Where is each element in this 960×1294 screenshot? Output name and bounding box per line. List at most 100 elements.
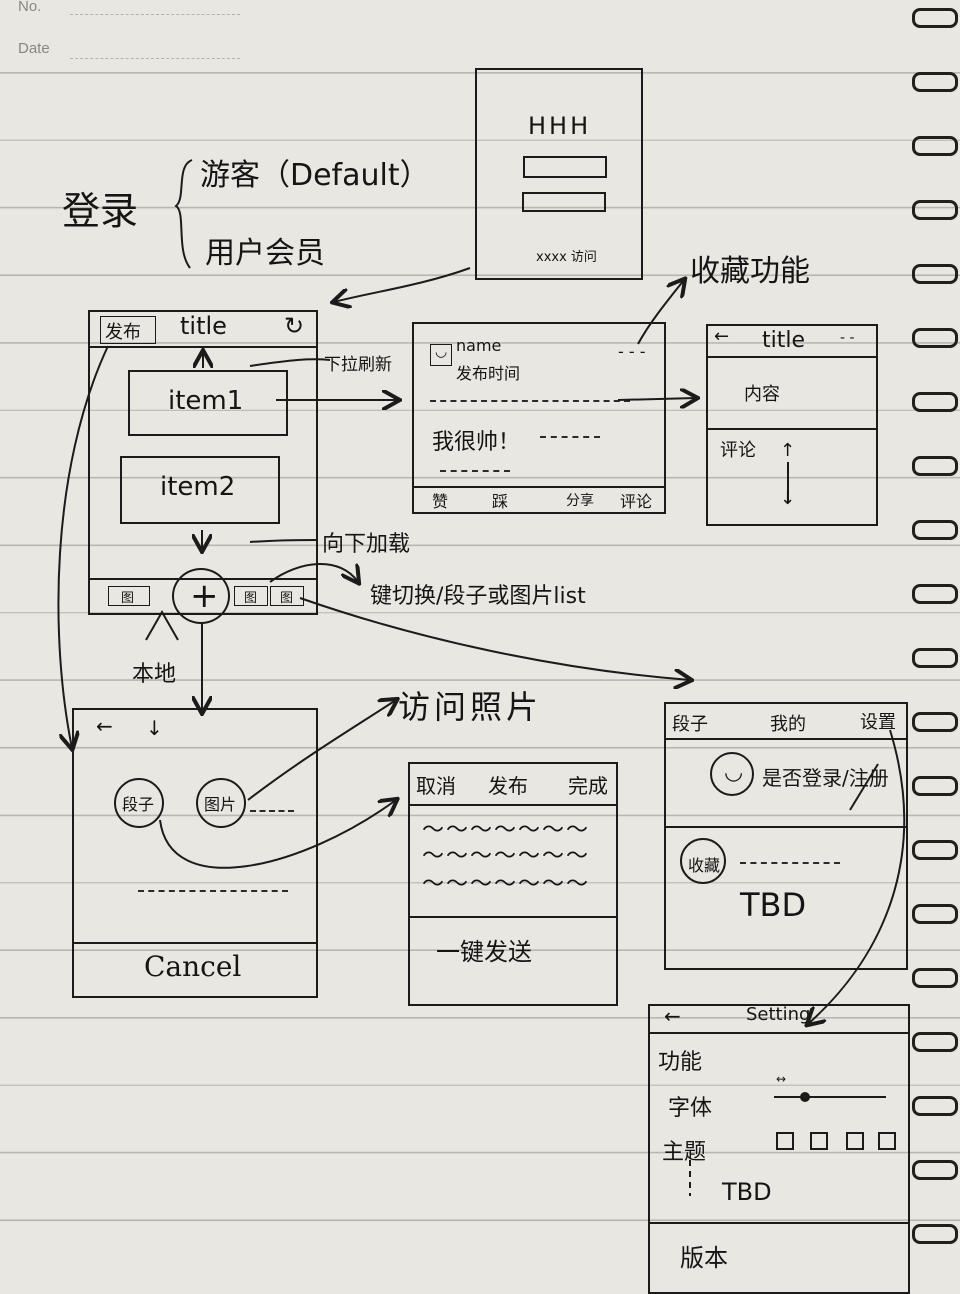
spiral-ring <box>912 776 958 796</box>
spiral-ring <box>912 904 958 924</box>
guest-access-link[interactable]: xxxx 访问 <box>536 250 597 265</box>
login-brace <box>174 159 193 269</box>
smile-icon: ◡ <box>724 760 744 785</box>
image-button[interactable]: 图片 <box>196 778 246 828</box>
publish-time: 发布时间 <box>456 364 521 383</box>
back-arrow-icon[interactable]: ← <box>714 326 730 347</box>
login-option-guest: 游客（Default） <box>200 158 430 193</box>
login-screen-frame <box>475 68 643 280</box>
settings-header-divider <box>648 1032 910 1034</box>
cancel-divider <box>72 942 318 944</box>
comment-button[interactable]: 评论 <box>620 492 653 511</box>
font-size-slider[interactable] <box>774 1096 886 1098</box>
comment-screen-frame <box>706 324 878 526</box>
photo-cancel-button[interactable]: 取消 <box>416 774 456 798</box>
spiral-binding <box>904 0 960 1280</box>
login-status-button[interactable]: 是否登录/注册 <box>762 766 889 790</box>
more-menu[interactable]: - - - <box>618 342 646 361</box>
version-divider <box>648 1222 910 1224</box>
spiral-ring <box>912 392 958 412</box>
username-field[interactable] <box>523 156 607 178</box>
spiral-ring <box>912 1096 958 1116</box>
back-arrow-icon[interactable]: ← <box>664 1004 681 1028</box>
spiral-ring <box>912 648 958 668</box>
text-line <box>430 400 630 402</box>
back-arrow-icon[interactable]: ← <box>96 714 113 738</box>
theme-swatch-1[interactable] <box>776 1132 794 1150</box>
arrow-image-to-photos <box>247 700 396 801</box>
tab-jokes[interactable]: 段子 <box>672 714 708 735</box>
spiral-ring <box>912 72 958 92</box>
tab-button-1[interactable]: 图 <box>108 586 150 606</box>
more-menu[interactable]: - - <box>840 330 855 346</box>
login-label: 登录 <box>62 189 139 233</box>
local-note: 本地 <box>132 662 177 687</box>
favorites-note: 收藏功能 <box>690 254 810 289</box>
spiral-ring <box>912 712 958 732</box>
photo-confirm-button[interactable]: 完成 <box>568 774 608 798</box>
spiral-ring <box>912 456 958 476</box>
spiral-ring <box>912 520 958 540</box>
arrow-switch-note <box>269 563 358 582</box>
features-label: 功能 <box>658 1050 703 1075</box>
theme-swatch-2[interactable] <box>810 1132 828 1150</box>
plus-icon: + <box>190 576 219 616</box>
tab-button-3[interactable]: 图 <box>270 586 304 606</box>
password-field[interactable] <box>522 192 606 212</box>
one-key-send-button[interactable]: 一键发送 <box>436 938 532 966</box>
feed-item-2[interactable]: item2 <box>120 456 280 524</box>
theme-swatch-3[interactable] <box>846 1132 864 1150</box>
share-button[interactable]: 分享 <box>566 493 594 509</box>
spiral-ring <box>912 968 958 988</box>
scroll-track[interactable] <box>787 462 789 502</box>
comments-label: 评论 <box>720 440 756 461</box>
spiral-ring <box>912 328 958 348</box>
comment-screen-title: title <box>762 328 806 353</box>
font-label: 字体 <box>668 1096 713 1121</box>
favorites-button[interactable]: 收藏 <box>680 838 726 884</box>
profile-header-divider <box>664 738 908 740</box>
dislike-button[interactable]: 踩 <box>492 492 509 511</box>
tab-button-2[interactable]: 图 <box>234 586 268 606</box>
settings-title: Setting <box>746 1004 811 1025</box>
date-label: Date <box>18 40 50 57</box>
publish-button[interactable]: 发布 <box>100 316 156 344</box>
spiral-ring <box>912 1224 958 1244</box>
author-name: name <box>456 336 502 355</box>
local-caret <box>145 609 179 641</box>
arrow-joke-to-photo-screen <box>159 800 396 869</box>
joke-button[interactable]: 段子 <box>114 778 164 828</box>
refresh-icon[interactable]: ↻ <box>284 312 305 340</box>
theme-label: 主题 <box>662 1140 707 1165</box>
photo-publish-button[interactable]: 发布 <box>488 774 528 798</box>
feed-item-label: item1 <box>168 386 244 416</box>
theme-swatch-4[interactable] <box>878 1132 896 1150</box>
wavy-line: 〜〜〜〜〜〜〜 <box>422 844 591 869</box>
spiral-ring <box>912 840 958 860</box>
feed-item-label: item2 <box>160 472 236 502</box>
favorites-label: 收藏 <box>688 856 721 875</box>
like-button[interactable]: 赞 <box>432 492 449 511</box>
add-button[interactable]: + <box>172 568 230 624</box>
tab-mine[interactable]: 我的 <box>770 714 806 735</box>
scroll-down-arrow-icon[interactable]: ↓ <box>780 488 796 509</box>
action-bar-divider <box>412 486 666 488</box>
scroll-up-arrow-icon[interactable]: ↑ <box>780 440 796 461</box>
settings-button[interactable]: 设置 <box>860 712 896 733</box>
user-avatar[interactable]: ◡ <box>710 752 754 796</box>
avatar: ◡ <box>430 344 452 366</box>
switch-gallery-note: 键切换/段子或图片list <box>370 584 586 609</box>
detail-screen-frame <box>412 322 666 514</box>
feed-item-1[interactable]: item1 <box>128 370 288 436</box>
arrow-detail-to-comments <box>617 398 696 400</box>
cancel-button[interactable]: Cancel <box>144 950 242 983</box>
slider-handle[interactable] <box>800 1092 810 1102</box>
photo-footer-divider <box>408 916 618 918</box>
smile-icon: ◡ <box>435 344 448 360</box>
content-divider <box>706 428 878 430</box>
number-line <box>70 14 240 15</box>
number-label: No. <box>18 0 42 15</box>
tab-label: 图 <box>280 591 294 606</box>
